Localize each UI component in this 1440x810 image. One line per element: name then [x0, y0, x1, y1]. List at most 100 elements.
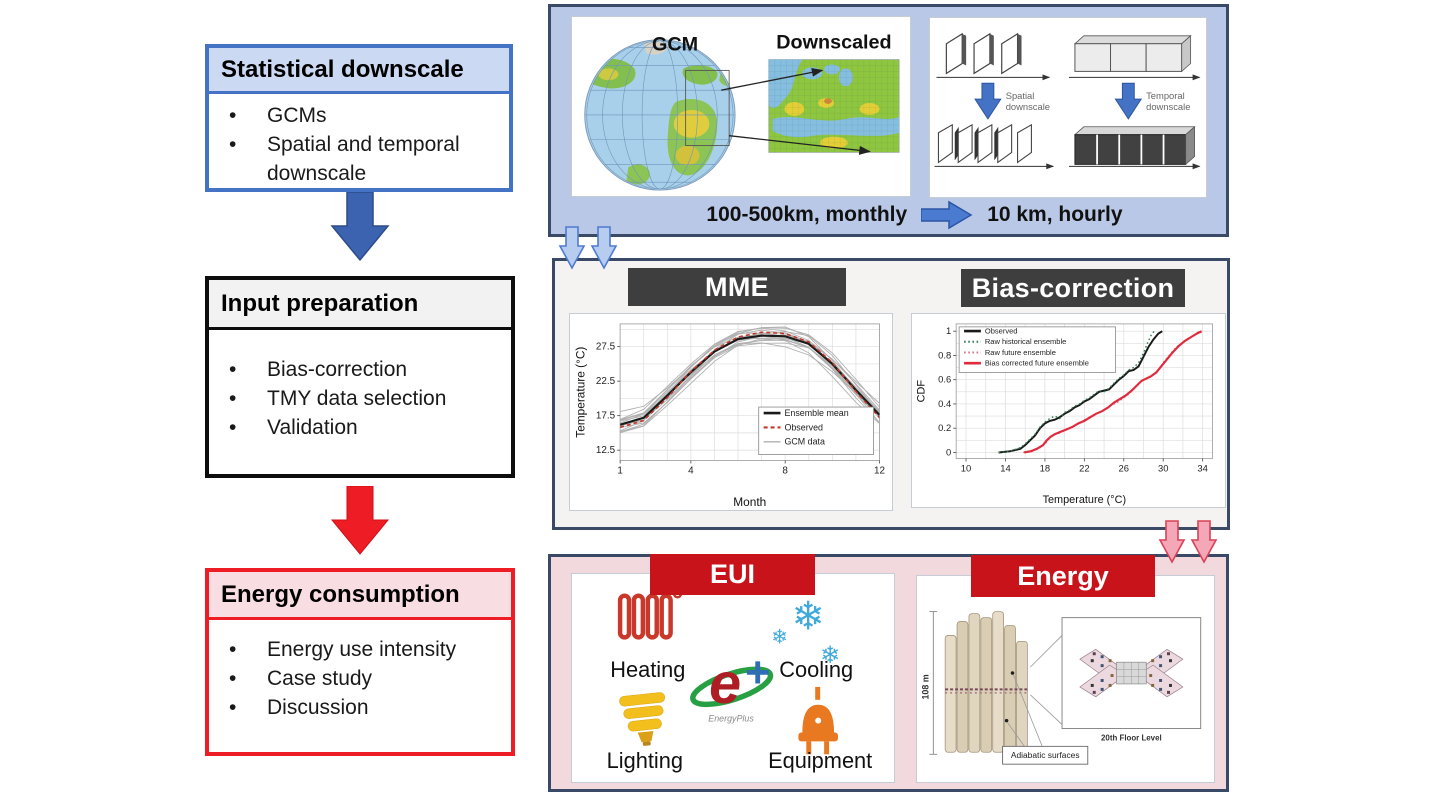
svg-text:22: 22: [1079, 462, 1089, 473]
equipment-label: Equipment: [768, 748, 872, 773]
down-arrow-blue-icon: [330, 192, 390, 262]
bullet-item: GCMs: [209, 102, 509, 131]
svg-text:14: 14: [1000, 462, 1010, 473]
svg-text:Ensemble mean: Ensemble mean: [784, 408, 848, 418]
callout-line: [1030, 694, 1063, 725]
double-down-arrow-pink-icon: [1158, 520, 1218, 564]
flow-box-bullets: Bias-correction TMY data selection Valid…: [209, 330, 511, 443]
temporal-downscale-arrow-icon: [1114, 82, 1143, 120]
temporal-downscale-label-1: Temporal: [1146, 90, 1185, 101]
cooling-icon: ❄ ❄ ❄: [771, 594, 840, 669]
resolution-caption: 100-500km, monthly 10 km, hourly: [551, 200, 1226, 230]
equipment-icon: [798, 686, 838, 755]
fine-spatial-slabs-icon: [934, 123, 1055, 170]
flow-box-energy-consumption: Energy consumption Energy use intensity …: [205, 568, 515, 756]
svg-text:4: 4: [688, 465, 694, 476]
svg-text:Raw future ensemble: Raw future ensemble: [985, 348, 1056, 357]
flow-box-bullets: Energy use intensity Case study Discussi…: [209, 620, 511, 723]
tower-model-icon: [944, 611, 1028, 753]
right-arrow-blue-icon: [921, 200, 973, 230]
height-label: 108 m: [920, 674, 930, 699]
flow-box-title: Input preparation: [209, 280, 511, 330]
cooling-label: Cooling: [779, 657, 853, 682]
svg-text:GCM data: GCM data: [784, 437, 825, 447]
adiabatic-label: Adiabatic surfaces: [1011, 750, 1080, 760]
svg-text:17.5: 17.5: [596, 411, 616, 422]
gcm-globe-card: GCM Downscaled: [571, 16, 911, 197]
svg-text:e: e: [709, 652, 741, 716]
flow-box-bullets: GCMs Spatial and temporal downscale: [209, 94, 509, 189]
svg-text:8: 8: [782, 465, 788, 476]
svg-text:❄: ❄: [771, 626, 788, 648]
bullet-item: Bias-correction: [209, 356, 511, 385]
floor-plan-inset: 20th Floor Level: [1061, 617, 1202, 742]
svg-text:Raw historical ensemble: Raw historical ensemble: [985, 337, 1066, 346]
energy-model-card: 108 m: [916, 575, 1215, 783]
heating-icon: [617, 589, 683, 640]
bullet-item: Discussion: [209, 694, 511, 723]
heating-label: Heating: [610, 657, 685, 682]
flow-box-title-text: Statistical downscale: [221, 55, 464, 83]
callout-line: [1030, 635, 1063, 668]
svg-text:❄: ❄: [820, 642, 840, 669]
flow-box-title: Statistical downscale: [209, 48, 509, 94]
svg-text:❄: ❄: [792, 594, 825, 638]
svg-text:0.6: 0.6: [938, 374, 951, 385]
spatial-downscale-arrow-icon: [974, 82, 1002, 120]
svg-text:30: 30: [1158, 462, 1168, 473]
bullet-item: Spatial and temporal downscale: [209, 131, 509, 189]
svg-text:Observed: Observed: [985, 326, 1018, 335]
floor-level-label: 20th Floor Level: [1101, 733, 1162, 742]
downscaled-map-icon: [768, 59, 900, 153]
svg-text:0.2: 0.2: [938, 422, 951, 433]
eui-card: Heating ❄ ❄ ❄ Cooling e + EnergyPlus: [571, 573, 895, 783]
flow-box-input-preparation: Input preparation Bias-correction TMY da…: [205, 276, 515, 478]
svg-text:34: 34: [1197, 462, 1207, 473]
downscale-schematic-card: Spatial downscale Temporal downscale: [929, 17, 1207, 198]
lighting-icon: [619, 692, 666, 746]
svg-text:10: 10: [961, 462, 971, 473]
svg-text:Observed: Observed: [784, 422, 823, 432]
lighting-label: Lighting: [607, 748, 683, 773]
adiabatic-label-box: Adiabatic surfaces: [1002, 674, 1089, 765]
downscaled-label: Downscaled: [776, 32, 891, 54]
svg-text:18: 18: [1040, 462, 1050, 473]
bias-correction-header: Bias-correction: [961, 269, 1185, 307]
mme-header: MME: [628, 268, 846, 306]
downscale-panel: GCM Downscaled: [548, 4, 1229, 237]
bullet-item: Case study: [209, 665, 511, 694]
energyplus-label: EnergyPlus: [708, 714, 754, 724]
gcm-label: GCM: [652, 34, 698, 56]
svg-text:Temperature (°C): Temperature (°C): [1043, 494, 1127, 506]
svg-text:26: 26: [1119, 462, 1129, 473]
svg-text:1: 1: [617, 465, 623, 476]
svg-text:27.5: 27.5: [596, 342, 616, 353]
svg-text:22.5: 22.5: [596, 376, 616, 387]
flow-box-title: Energy consumption: [209, 572, 511, 620]
zoom-line-top: [721, 67, 824, 91]
fine-resolution-label: 10 km, hourly: [987, 203, 1123, 226]
fine-temporal-cubes-icon: [1068, 125, 1201, 170]
bullet-item: Energy use intensity: [209, 636, 511, 665]
svg-text:12.5: 12.5: [596, 445, 616, 456]
energyplus-logo: e + EnergyPlus: [690, 649, 774, 724]
svg-text:Bias corrected future ensemble: Bias corrected future ensemble: [985, 359, 1089, 368]
svg-text:+: +: [745, 649, 770, 697]
energy-header: Energy: [971, 555, 1155, 597]
svg-text:12: 12: [874, 465, 885, 476]
temporal-downscale-label-2: downscale: [1146, 101, 1190, 112]
svg-text:1: 1: [946, 325, 951, 336]
height-dimension: 108 m: [920, 611, 938, 755]
gcm-region-outline: [685, 69, 730, 147]
flow-box-statistical-downscale: Statistical downscale GCMs Spatial and t…: [205, 44, 513, 192]
down-arrow-red-icon: [330, 486, 390, 555]
building-model-illustration: 108 m: [920, 611, 1202, 765]
eui-header: EUI: [650, 554, 815, 595]
downscale-schematic: Spatial downscale Temporal downscale: [934, 32, 1201, 170]
